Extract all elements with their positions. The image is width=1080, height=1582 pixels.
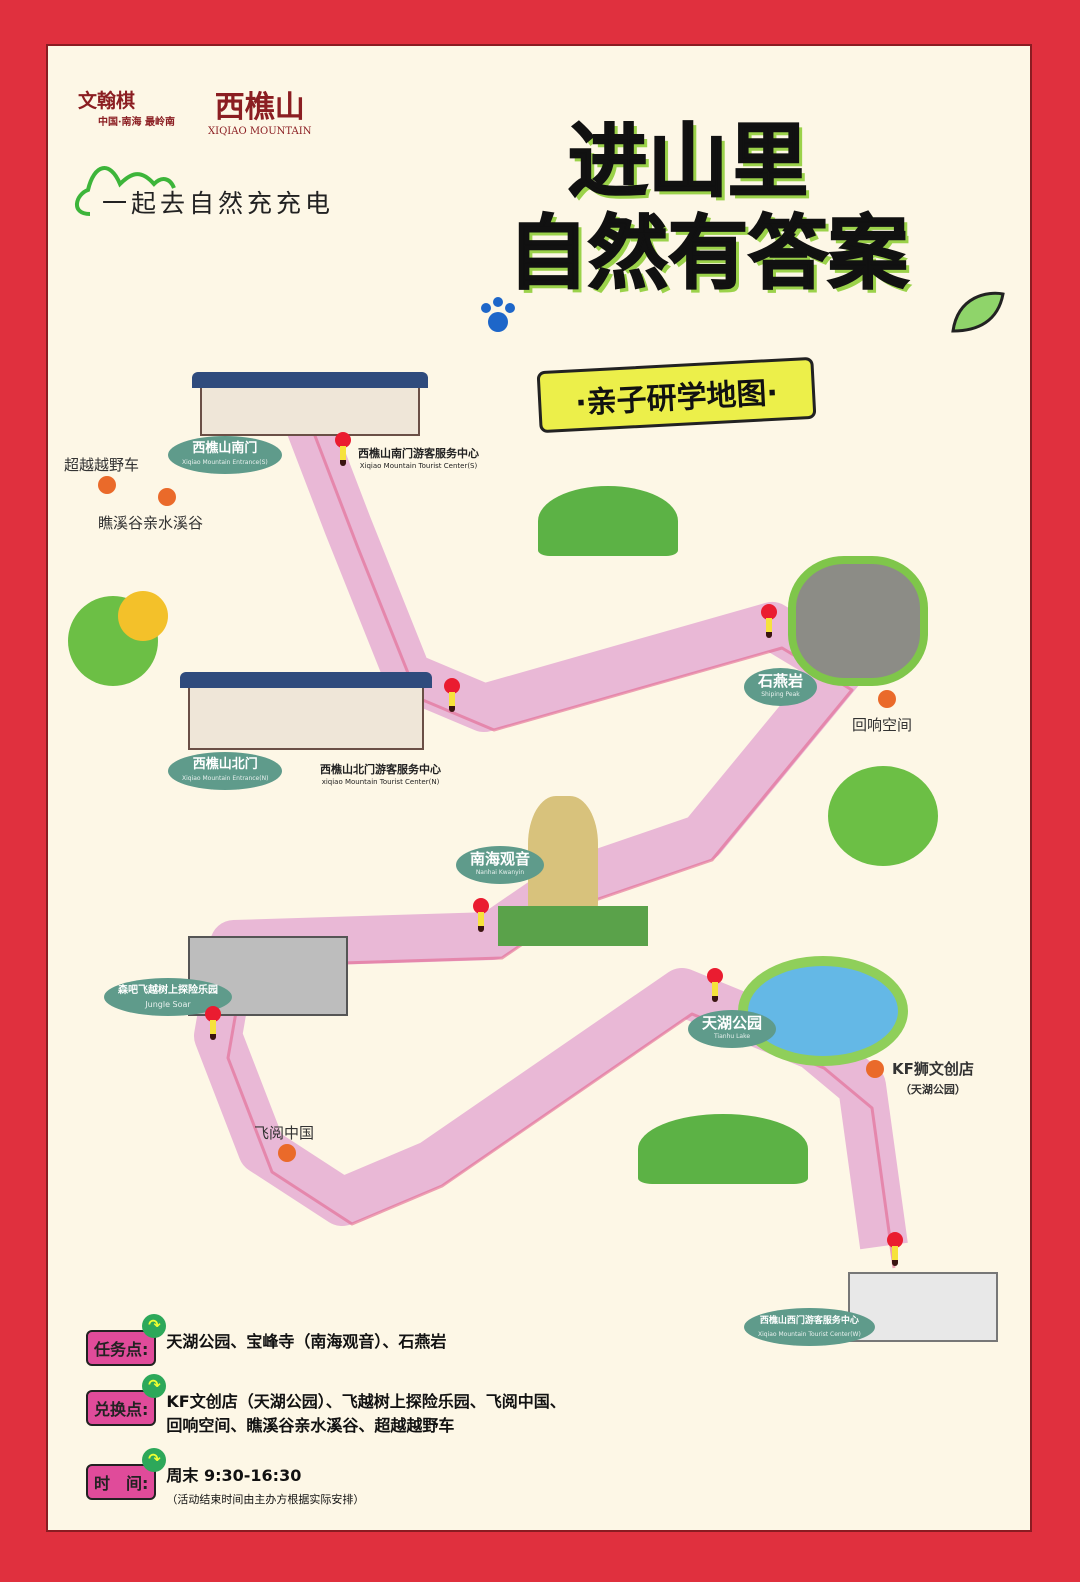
legend-exchange-points: 兑换点:↷KF文创店（天湖公园）、飞越树上探险乐园、飞阅中国、回响空间、瞧溪谷亲… — [86, 1374, 566, 1438]
tree-illustration — [118, 591, 168, 641]
arrow-icon: ↷ — [142, 1448, 167, 1472]
pin-jungle[interactable] — [204, 1006, 222, 1042]
rock-cave-illustration — [788, 556, 928, 686]
dot-feiyue[interactable] — [278, 1144, 296, 1162]
tag-time: 时 间:↷ — [86, 1448, 167, 1500]
temple-base-illustration — [498, 906, 648, 946]
pin-north-center[interactable] — [443, 678, 461, 714]
tag-task: 任务点:↷ — [86, 1314, 167, 1366]
mountain-outline-icon — [75, 166, 176, 216]
pin-west-center[interactable] — [886, 1232, 904, 1268]
west-center-building-illustration — [848, 1272, 998, 1342]
poster-title: 进山里自然有答案 — [507, 115, 909, 301]
paw-icon — [481, 297, 515, 332]
leaf-icon — [951, 291, 1005, 333]
pin-south-center[interactable] — [334, 432, 352, 468]
dot-offroad[interactable] — [98, 476, 116, 494]
south-gate-illustration — [192, 372, 428, 436]
label-valley[interactable]: 瞧溪谷亲水溪谷 — [98, 514, 204, 532]
pin-shiyan[interactable] — [760, 604, 778, 640]
north-gate-illustration — [180, 672, 432, 750]
pin-guanyin[interactable] — [472, 898, 490, 934]
label-echo[interactable]: 回响空间 — [852, 716, 913, 734]
hill-illustration — [638, 1114, 808, 1184]
tag-exchange: 兑换点:↷ — [86, 1374, 167, 1426]
legend-task-points: 任务点:↷天湖公园、宝峰寺（南海观音）、石燕岩 — [86, 1314, 446, 1366]
wenhan-logo: 文翰棋中国·南海 最岭南 — [78, 90, 175, 128]
slogan: 一起去自然充充电 — [102, 189, 335, 218]
hill-illustration — [538, 486, 678, 556]
label-feiyue[interactable]: 飞阅中国 — [254, 1124, 315, 1142]
legend-time: 时 间:↷周末 9:30-16:30（活动结束时间由主办方根据实际安排） — [86, 1448, 364, 1512]
arrow-icon: ↷ — [142, 1314, 167, 1338]
arrow-icon: ↷ — [142, 1374, 167, 1398]
dot-kf[interactable] — [866, 1060, 884, 1078]
tree-illustration — [828, 766, 938, 866]
label-kf[interactable]: KF狮文创店（天湖公园） — [892, 1060, 974, 1096]
tianhu-lake-illustration — [738, 956, 908, 1066]
dot-echo[interactable] — [878, 690, 896, 708]
pin-tianhu[interactable] — [706, 968, 724, 1004]
label-offroad[interactable]: 超越越野车 — [64, 456, 140, 474]
dot-valley[interactable] — [158, 488, 176, 506]
